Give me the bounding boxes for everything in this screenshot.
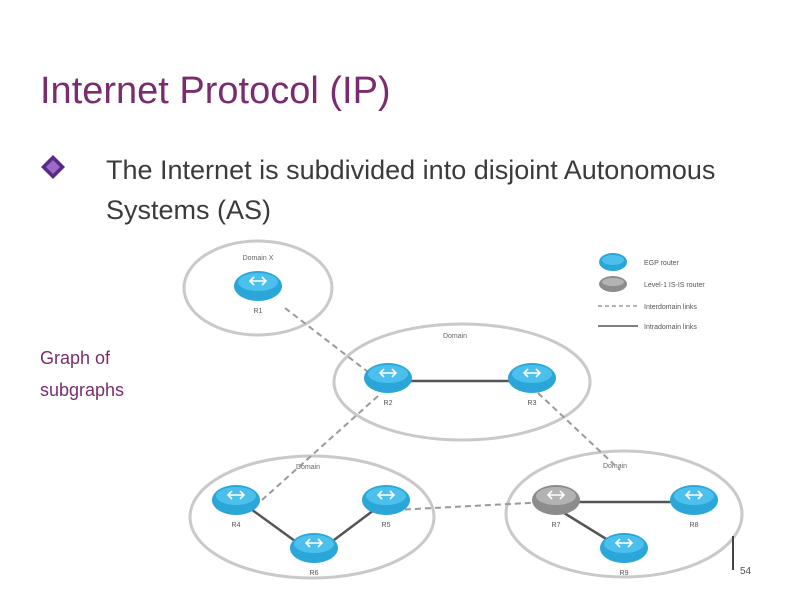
router-icon: R1	[234, 271, 282, 315]
domain-label: Domain X	[243, 255, 274, 262]
legend: EGP router Level-1 IS-IS router Interdom…	[598, 253, 705, 331]
domain-ellipse	[332, 322, 592, 442]
router-icon: R2	[364, 363, 412, 407]
legend-label: Level-1 IS-IS router	[644, 282, 705, 289]
slide-title: Internet Protocol (IP)	[40, 70, 391, 112]
page-number: 54	[740, 566, 752, 577]
interdomain-link	[284, 307, 369, 373]
legend-label: Intradomain links	[644, 324, 697, 331]
svg-text:R4: R4	[232, 522, 241, 529]
domain-ellipse	[188, 454, 436, 580]
svg-text:R2: R2	[384, 400, 393, 407]
domain-label: Domain	[443, 333, 467, 340]
interdomain-link	[537, 392, 621, 471]
domain-label: Domain	[603, 463, 627, 470]
interdomain-link	[394, 501, 549, 511]
svg-text:R8: R8	[690, 522, 699, 529]
svg-text:R6: R6	[310, 570, 319, 577]
domain-label: Domain	[296, 464, 320, 471]
corner-mark-icon	[732, 536, 734, 570]
diamond-bullet-icon	[41, 155, 65, 179]
router-icon: R5	[362, 485, 410, 529]
svg-text:R3: R3	[528, 400, 537, 407]
router-icon	[599, 253, 627, 271]
domain-ellipse	[504, 449, 744, 579]
svg-text:R5: R5	[382, 522, 391, 529]
router-icon: R9	[600, 533, 648, 577]
domain-ellipse	[182, 239, 334, 337]
router-icon: R8	[670, 485, 718, 529]
gray-router-icon: R7	[532, 485, 580, 529]
interdomain-link	[261, 395, 379, 501]
bullet-text: The Internet is subdivided into disjoint…	[106, 155, 716, 225]
legend-label: EGP router	[644, 260, 680, 267]
svg-text:R1: R1	[254, 308, 263, 315]
svg-text:R9: R9	[620, 570, 629, 577]
router-icon: R4	[212, 485, 260, 529]
side-label: Graph of subgraphs	[40, 348, 125, 400]
router-icon: R3	[508, 363, 556, 407]
legend-label: Interdomain links	[644, 304, 697, 311]
router-icon: R6	[290, 533, 338, 577]
svg-text:R7: R7	[552, 522, 561, 529]
gray-router-icon	[599, 276, 627, 292]
